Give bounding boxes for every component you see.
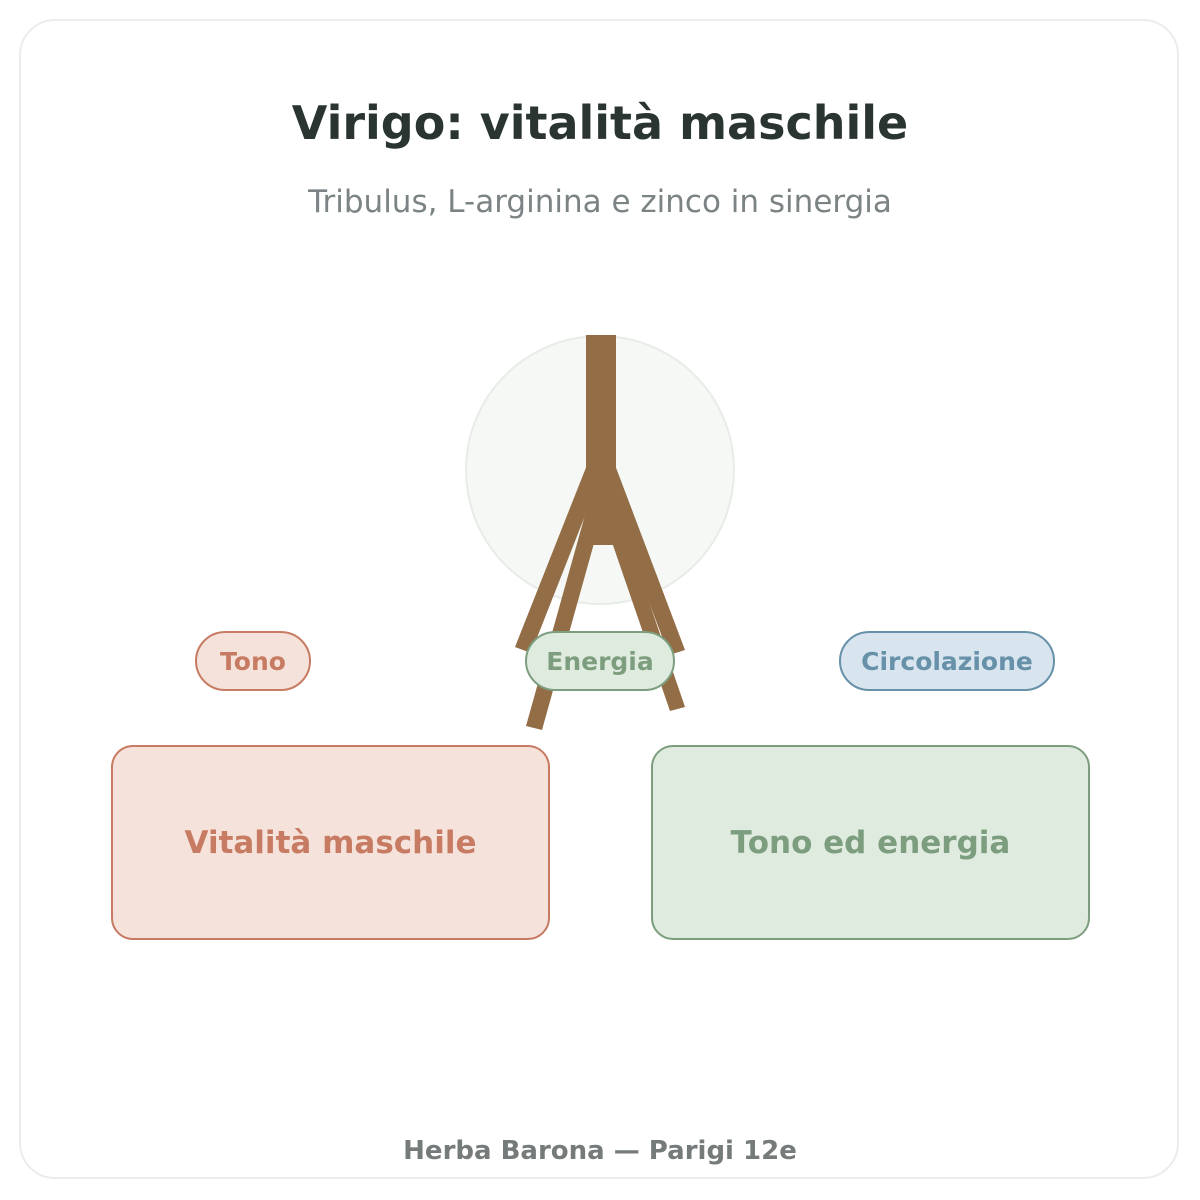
page-title: Virigo: vitalità maschile [291, 96, 909, 150]
footer-text: Herba Barona — Parigi 12e [403, 1136, 797, 1166]
pill-tono: Tono [195, 631, 311, 691]
pill-circolazione: Circolazione [839, 631, 1055, 691]
pill-energia: Energia [525, 631, 675, 691]
box-vitalita-maschile: Vitalità maschile [111, 745, 550, 940]
page-subtitle: Tribulus, L-arginina e zinco in sinergia [308, 184, 892, 220]
box-tono-energia: Tono ed energia [651, 745, 1090, 940]
